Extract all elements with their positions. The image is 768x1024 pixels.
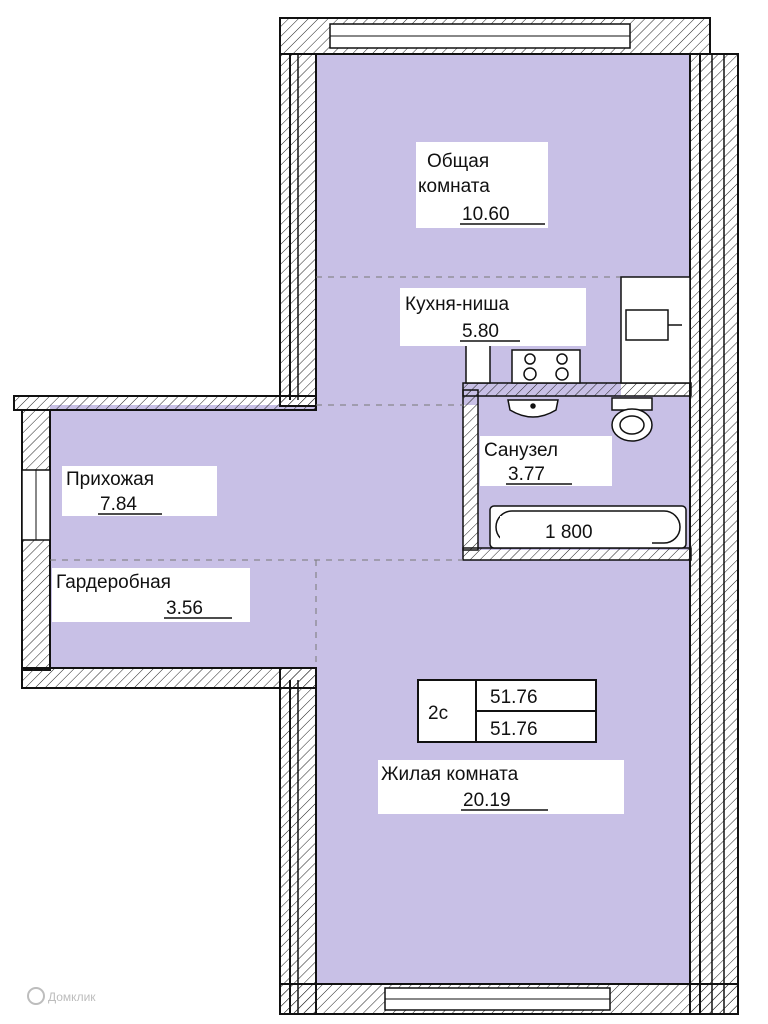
bath-length: 1 800 [545,522,593,543]
room-area-wardrobe: 3.56 [166,598,203,619]
wall-right [689,53,739,1015]
room-name-obshaya-1: Общая [427,151,489,172]
watermark-text: Домклик [48,990,96,1004]
kitchen-sink-icon [625,309,669,341]
watermark: Домклик [27,987,96,1005]
apartment-summary: 2с 51.76 51.76 [417,679,597,743]
kitchen-equipment [465,276,691,384]
room-area-kitchen: 5.80 [462,321,499,342]
apartment-living-area: 51.76 [490,719,538,740]
bathroom-wall-bottom [462,547,692,561]
wall-hallway-top [13,395,317,411]
room-name-kitchen: Кухня-ниша [405,294,510,315]
fridge-icon [465,344,491,384]
room-name-obshaya-2: комната [418,176,490,197]
bathroom-wall-left [462,389,479,551]
stove-icon [511,349,581,384]
watermark-logo-icon [27,987,45,1005]
bathroom-wall-top [462,382,692,397]
room-labels: Общая комната 10.60 Кухня-ниша 5.80 Сану… [56,151,593,811]
room-area-hallway: 7.84 [100,494,137,515]
room-name-bathroom: Санузел [484,440,558,461]
room-name-living: Жилая комната [381,764,519,785]
room-area-obshaya: 10.60 [462,204,510,225]
toilet-tank-icon [611,397,653,411]
apartment-type: 2с [428,703,448,724]
room-name-hallway: Прихожая [66,469,154,490]
partitions [50,276,692,668]
apartment-total-area: 51.76 [490,687,538,708]
walls [13,17,739,1015]
label-backgrounds [52,142,652,814]
room-area-bathroom: 3.77 [508,464,545,485]
room-name-wardrobe: Гардеробная [56,572,171,593]
wall-wardrobe-bottom [21,667,317,689]
room-area-living: 20.19 [463,790,511,811]
